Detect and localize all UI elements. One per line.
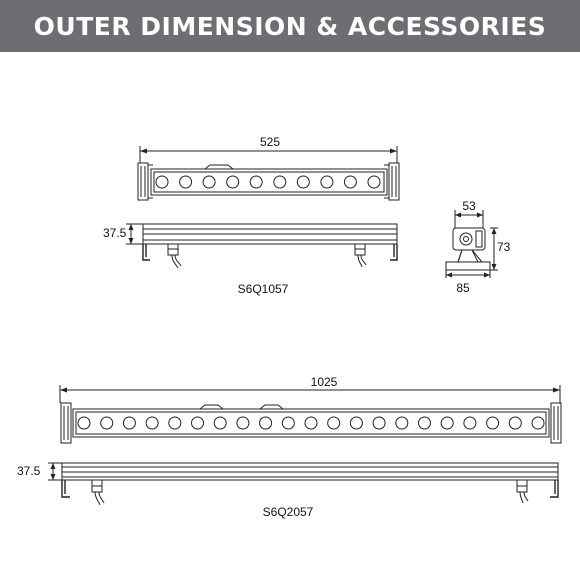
led-lens <box>395 416 409 430</box>
product-2-top-view: 1025 <box>59 375 562 444</box>
product-2-led-row <box>77 416 545 430</box>
led-lens <box>418 416 431 430</box>
led-lens <box>202 175 216 189</box>
led-lens <box>349 416 363 430</box>
led-lens <box>273 175 287 189</box>
page-title: OUTER DIMENSION & ACCESSORIES <box>33 11 547 41</box>
led-lens <box>327 416 341 430</box>
led-lens <box>122 416 136 430</box>
led-lens <box>259 416 273 430</box>
led-lens <box>168 416 182 430</box>
led-lens <box>463 416 477 430</box>
product-2-length-label: 1025 <box>311 375 338 389</box>
led-lens <box>145 416 159 430</box>
end-view-height-label: 73 <box>497 240 511 254</box>
led-lens <box>440 416 454 430</box>
led-lens <box>486 416 500 430</box>
end-view-width-label: 53 <box>462 199 476 213</box>
product-2-height-label: 37.5 <box>17 464 41 478</box>
led-lens <box>179 175 193 189</box>
led-lens <box>304 416 318 430</box>
led-lens <box>320 175 334 189</box>
product-1-top-view: 525 <box>137 135 400 201</box>
product-1-side-view: 37.5 S6Q1057 <box>103 223 398 296</box>
led-lens <box>155 175 169 189</box>
product-1-model-label: S6Q1057 <box>238 282 289 296</box>
led-lens <box>213 416 227 430</box>
led-lens <box>249 175 263 189</box>
dimension-drawing: 525 37.5 <box>17 135 562 519</box>
product-1-length-label: 525 <box>260 135 280 149</box>
end-view-base-label: 85 <box>456 281 470 295</box>
led-lens <box>191 416 204 430</box>
led-lens <box>226 175 240 189</box>
led-lens <box>367 175 381 189</box>
led-lens <box>236 416 250 430</box>
product-1-end-view: 53 73 85 <box>445 199 511 295</box>
page-header: OUTER DIMENSION & ACCESSORIES <box>0 0 580 52</box>
led-lens <box>281 416 295 430</box>
led-lens <box>508 416 522 430</box>
product-2-model-label: S6Q2057 <box>263 505 314 519</box>
product-1-height-label: 37.5 <box>103 226 127 240</box>
led-lens <box>372 416 386 430</box>
led-lens <box>77 416 91 430</box>
led-lens <box>531 416 545 430</box>
product-1-led-row <box>155 175 381 189</box>
led-lens <box>100 416 114 430</box>
led-lens <box>296 175 310 189</box>
led-lens <box>343 175 357 189</box>
product-2-side-view: 37.5 S6Q2057 <box>17 462 559 519</box>
